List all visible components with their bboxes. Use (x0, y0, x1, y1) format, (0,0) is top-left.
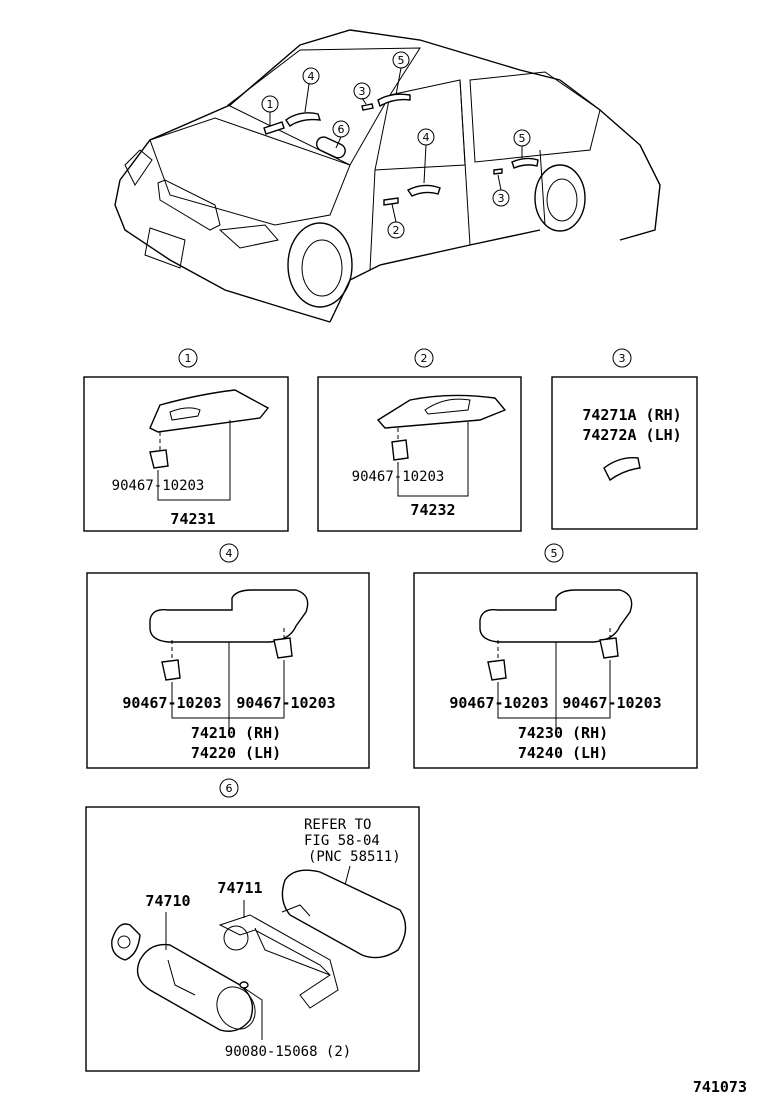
svg-text:1: 1 (267, 98, 274, 111)
svg-text:5: 5 (519, 132, 526, 145)
figure-id: 741073 (693, 1078, 747, 1096)
panel-2-lamp-cover (376, 394, 507, 429)
panel-6-callout: 6 (219, 778, 239, 798)
panel-4-clip-right (273, 628, 293, 659)
panel-6-screw (239, 981, 263, 1040)
panel-2-callout: 2 (414, 348, 434, 368)
svg-text:3: 3 (498, 192, 505, 205)
panel-3-frame (551, 376, 698, 530)
svg-text:4: 4 (423, 131, 430, 144)
car-callout-1: 1 (261, 95, 279, 113)
car-overview-illustration (114, 29, 661, 323)
panel-6-frame (85, 806, 420, 1072)
panel-4-part-rh: 74210 (RH) (191, 724, 281, 742)
car-callout-5b: 5 (513, 129, 531, 147)
panel-4-leader (171, 642, 285, 735)
svg-text:1: 1 (185, 352, 192, 365)
panel-4-clip-left (161, 640, 181, 681)
panel-3-hook (603, 457, 641, 482)
svg-text:2: 2 (421, 352, 428, 365)
car-callout-3b: 3 (492, 189, 510, 207)
car-callout-3a: 3 (353, 82, 371, 100)
svg-text:6: 6 (338, 123, 345, 136)
panel-6-screw-label: 90080-15068 (2) (225, 1044, 351, 1060)
panel-6-note-line1: REFER TO (304, 817, 371, 833)
panel-6-cover (281, 869, 407, 959)
panel-4-assist-grip (149, 589, 309, 643)
car-callout-5a: 5 (392, 51, 410, 69)
panel-6-bracket (218, 914, 339, 1009)
panel-2-frame (317, 376, 522, 532)
panel-2-clip-label: 90467-10203 (352, 469, 445, 485)
panel-4-part-lh: 74220 (LH) (191, 744, 281, 762)
panel-5-clip-left-label: 90467-10203 (449, 694, 548, 712)
panel-1-clip-label: 90467-10203 (112, 478, 205, 494)
panel-1-lamp-cover (149, 389, 270, 433)
panel-3-part-rh: 74271A (RH) (582, 406, 681, 424)
panel-4-clip-left-label: 90467-10203 (122, 694, 221, 712)
panel-5-clip-left (487, 640, 507, 681)
panel-1-frame (83, 376, 289, 532)
car-callout-6: 6 (332, 120, 350, 138)
svg-text:5: 5 (551, 547, 558, 560)
svg-text:3: 3 (619, 352, 626, 365)
panel-3-callout: 3 (612, 348, 632, 368)
panel-5-leader (497, 642, 611, 735)
panel-5-assist-grip (479, 589, 633, 643)
car-callout-4a: 4 (302, 67, 320, 85)
panel-1-callout: 1 (178, 348, 198, 368)
svg-text:6: 6 (226, 782, 233, 795)
car-callout-4b: 4 (417, 128, 435, 146)
panel-2-leader (397, 422, 469, 497)
panel-6-note-line2: FIG 58-04 (304, 833, 380, 849)
panel-1-part-label: 74231 (170, 510, 215, 528)
panel-1-leader (157, 420, 231, 501)
panel-2-part-label: 74232 (410, 501, 455, 519)
panel-3-part-lh: 74272A (LH) (582, 426, 681, 444)
panel-5-frame (413, 572, 698, 769)
panel-4-callout: 4 (219, 543, 239, 563)
panel-5-callout: 5 (544, 543, 564, 563)
svg-text:4: 4 (308, 70, 315, 83)
svg-text:2: 2 (393, 224, 400, 237)
panel-6-extinguisher (111, 923, 256, 1032)
svg-text:3: 3 (359, 85, 366, 98)
svg-text:5: 5 (398, 54, 405, 67)
panel-4-clip-right-label: 90467-10203 (236, 694, 335, 712)
panel-6-extinguisher-label: 74710 (145, 892, 190, 910)
car-callout-2: 2 (387, 221, 405, 239)
panel-1-clip (149, 432, 169, 469)
svg-text:4: 4 (226, 547, 233, 560)
panel-2-clip (391, 428, 409, 461)
panel-5-part-rh: 74230 (RH) (518, 724, 608, 742)
panel-6-bracket-label: 74711 (217, 879, 262, 897)
panel-6-note-line3: (PNC 58511) (308, 849, 401, 865)
panel-5-clip-right (599, 628, 619, 659)
panel-5-part-lh: 74240 (LH) (518, 744, 608, 762)
panel-5-clip-right-label: 90467-10203 (562, 694, 661, 712)
panel-4-frame (86, 572, 370, 769)
